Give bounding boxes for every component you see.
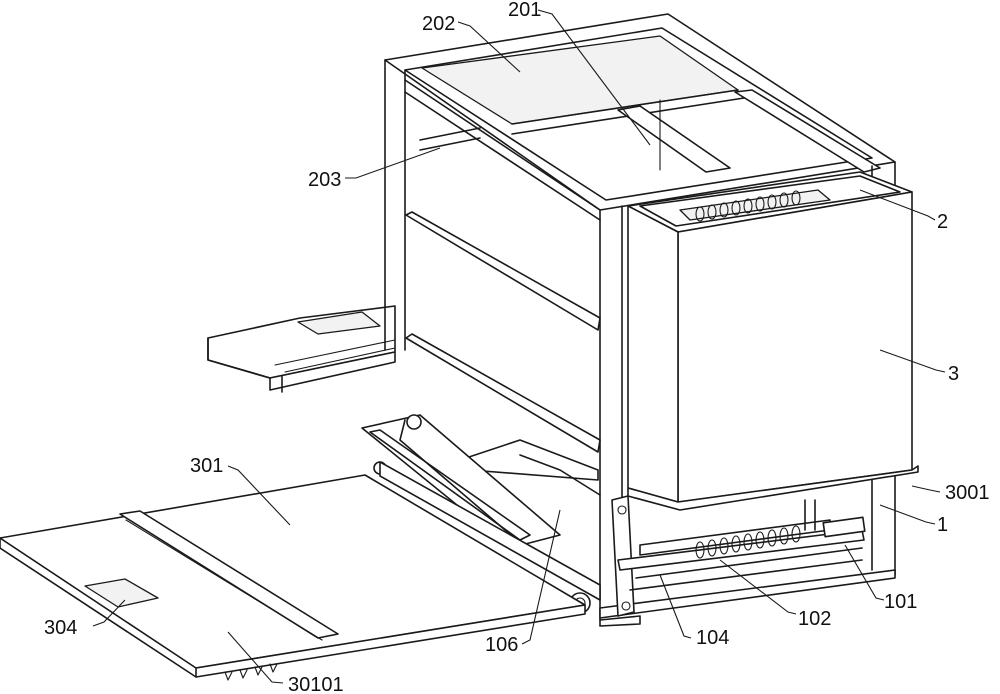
label-203: 203 xyxy=(308,169,341,191)
label-101: 101 xyxy=(884,591,917,613)
leader-lines xyxy=(92,9,946,684)
bottom-roller-coils xyxy=(695,525,801,559)
main-frame xyxy=(384,13,896,627)
top-roller-coils xyxy=(695,190,801,222)
label-106: 106 xyxy=(485,634,518,656)
label-2: 2 xyxy=(937,211,948,233)
lower-mechanism xyxy=(611,495,866,617)
label-201: 201 xyxy=(508,0,541,21)
reference-labels: 201 202 203 2 3 3001 1 101 102 104 106 3… xyxy=(44,0,990,694)
label-202: 202 xyxy=(422,13,455,35)
label-104: 104 xyxy=(696,627,729,649)
label-102: 102 xyxy=(798,608,831,630)
label-30101: 30101 xyxy=(288,674,344,694)
label-304: 304 xyxy=(44,617,77,639)
label-3: 3 xyxy=(948,363,959,385)
label-301: 301 xyxy=(190,455,223,477)
label-1: 1 xyxy=(937,514,948,536)
box xyxy=(627,171,919,511)
label-3001: 3001 xyxy=(945,482,990,504)
front-board xyxy=(0,474,586,681)
rear-board xyxy=(207,305,396,393)
side-slide xyxy=(361,414,601,614)
